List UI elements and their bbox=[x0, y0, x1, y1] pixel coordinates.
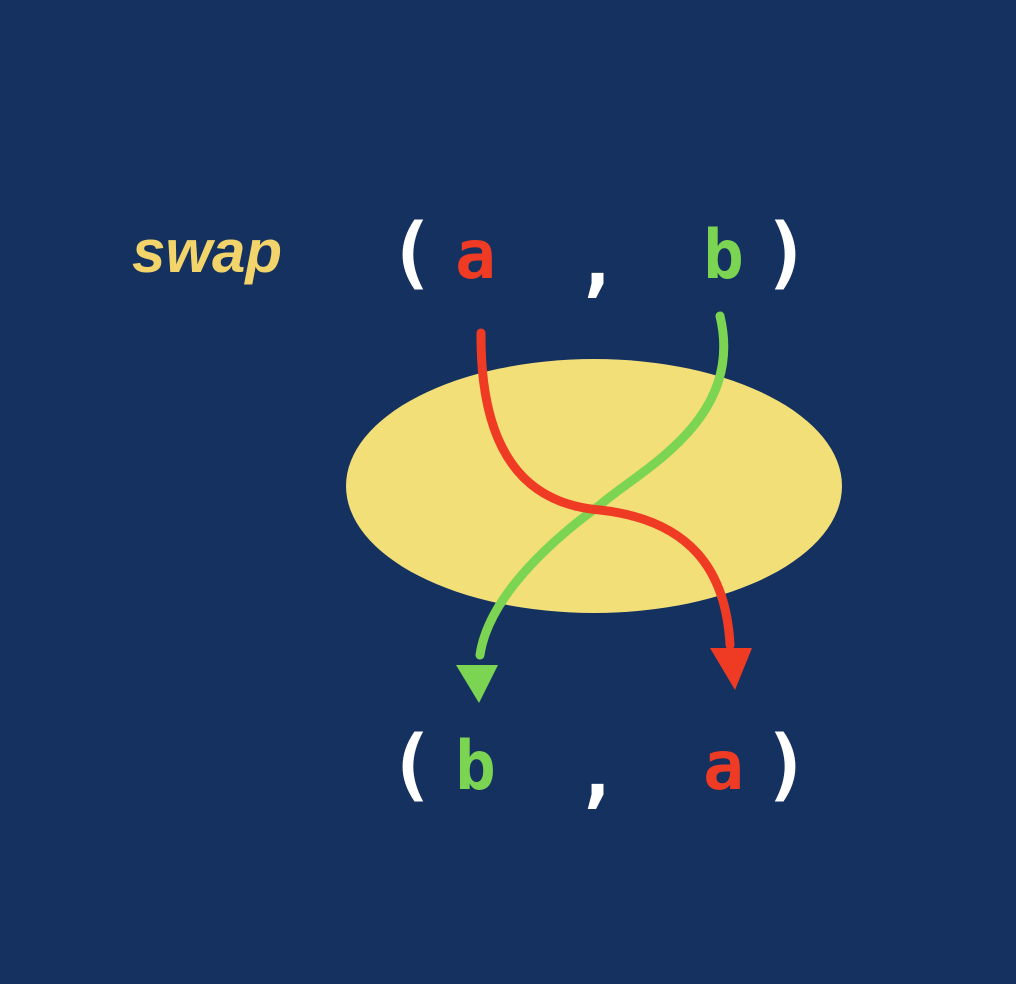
a-path-arrow bbox=[476, 328, 735, 650]
input-first-value: a bbox=[455, 216, 496, 295]
output-close-paren: ) bbox=[763, 720, 810, 810]
b-arrowhead bbox=[456, 665, 498, 703]
output-second-value: a bbox=[703, 727, 744, 806]
function-ellipse bbox=[346, 359, 842, 613]
output-open-paren: ( bbox=[388, 720, 435, 810]
input-comma: , bbox=[574, 216, 621, 306]
output-first-value: b bbox=[455, 727, 496, 806]
input-open-paren: ( bbox=[388, 208, 435, 298]
a-arrowhead bbox=[710, 648, 752, 690]
output-comma: , bbox=[574, 727, 621, 817]
input-close-paren: ) bbox=[763, 208, 810, 298]
input-second-value: b bbox=[703, 216, 744, 295]
function-label: swap bbox=[132, 218, 283, 285]
b-path-arrow bbox=[475, 311, 729, 660]
